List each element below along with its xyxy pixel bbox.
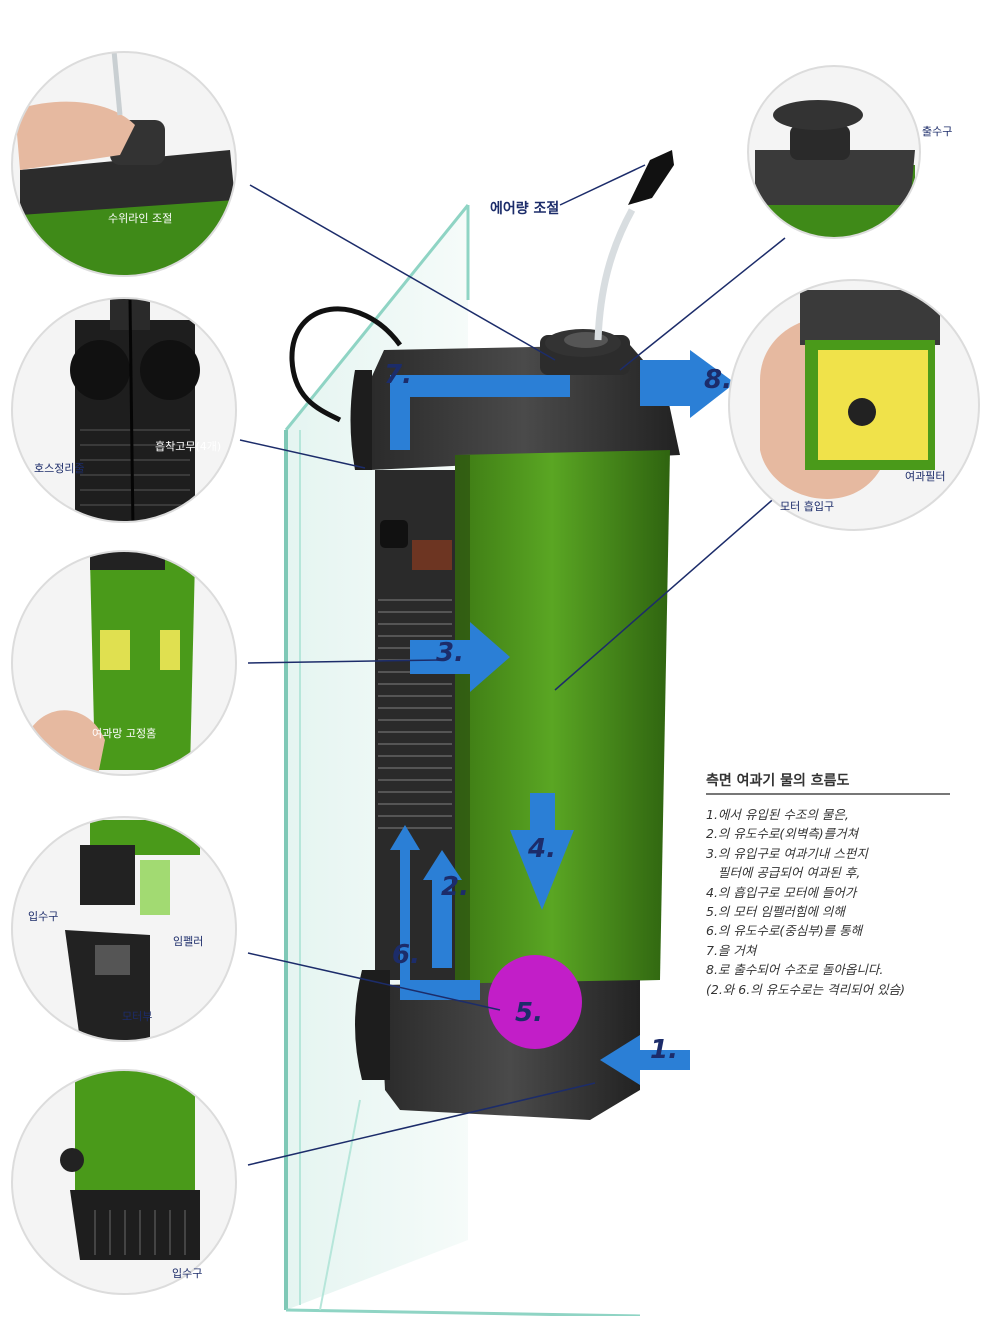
step-3: 3. bbox=[436, 638, 464, 668]
flow-line: 5.의 모터 임펠러힘에 의해 bbox=[706, 904, 845, 920]
flow-line: 7.을 거쳐 bbox=[706, 942, 757, 958]
callout-hose-strap: 호스정리줄 bbox=[34, 462, 85, 475]
flow-line: 6.의 유도수로(중심부)를 통해 bbox=[706, 923, 863, 939]
step-8: 8. bbox=[704, 365, 732, 395]
filter-unit bbox=[289, 150, 680, 1120]
step-4: 4. bbox=[528, 834, 556, 864]
callout-filter-groove: 여과망 고정홈 bbox=[92, 727, 157, 740]
step-6: 6. bbox=[392, 940, 420, 970]
flow-line: 필터에 공급되어 여과된 후, bbox=[706, 865, 861, 881]
photo-circle-3 bbox=[12, 551, 236, 775]
callout-water-level: 수위라인 조절 bbox=[108, 212, 173, 225]
flow-steps-list: 1.에서 유입된 수조의 물은, 2.의 유도수로(외벽측)를거쳐 3.의 유입… bbox=[706, 805, 996, 999]
flow-line: 2.의 유도수로(외벽측)를거쳐 bbox=[706, 826, 859, 842]
flow-arrows bbox=[390, 350, 735, 1085]
flow-line: (2.와 6.의 유도수로는 격리되어 있슴) bbox=[706, 981, 906, 997]
callout-impeller: 임펠러 bbox=[173, 935, 204, 948]
photo-circle-7 bbox=[729, 280, 979, 530]
photo-circle-5 bbox=[12, 1070, 236, 1294]
callout-intake-5: 입수구 bbox=[172, 1267, 203, 1280]
step-7: 7. bbox=[384, 360, 412, 390]
callout-outlet: 출수구 bbox=[922, 125, 953, 138]
pump-circle bbox=[488, 955, 582, 1049]
step-1: 1. bbox=[650, 1035, 678, 1065]
step-5: 5. bbox=[515, 998, 543, 1028]
callout-motor-intake: 모터 흡입구 bbox=[780, 500, 835, 513]
callout-motor: 모터부 bbox=[122, 1010, 153, 1023]
step-2: 2. bbox=[441, 872, 469, 902]
flow-line: 4.의 흡입구로 모터에 들어가 bbox=[706, 884, 857, 900]
callout-suction-cups: 흡착고무(4개) bbox=[155, 440, 222, 453]
photo-circle-6 bbox=[748, 66, 920, 238]
callout-intake-4: 입수구 bbox=[28, 910, 59, 923]
air-adjust-label: 에어량 조절 bbox=[490, 201, 560, 217]
photo-circle-1 bbox=[12, 52, 236, 276]
flow-line: 1.에서 유입된 수조의 물은, bbox=[706, 807, 849, 822]
flow-line: 3.의 유입구로 여과기내 스펀지 bbox=[706, 845, 868, 861]
flow-line: 8.로 출수되어 수조로 돌아옵니다. bbox=[706, 962, 884, 978]
callout-sponge-filter: 여과필터 bbox=[905, 470, 946, 483]
flow-title: 측면 여과기 물의 흐름도 bbox=[706, 770, 950, 795]
flow-description: 측면 여과기 물의 흐름도 1.에서 유입된 수조의 물은, 2.의 유도수로(… bbox=[706, 770, 996, 999]
photo-circle-2 bbox=[12, 298, 236, 522]
leader-lines bbox=[239, 164, 786, 1166]
photo-circle-4 bbox=[12, 817, 236, 1041]
